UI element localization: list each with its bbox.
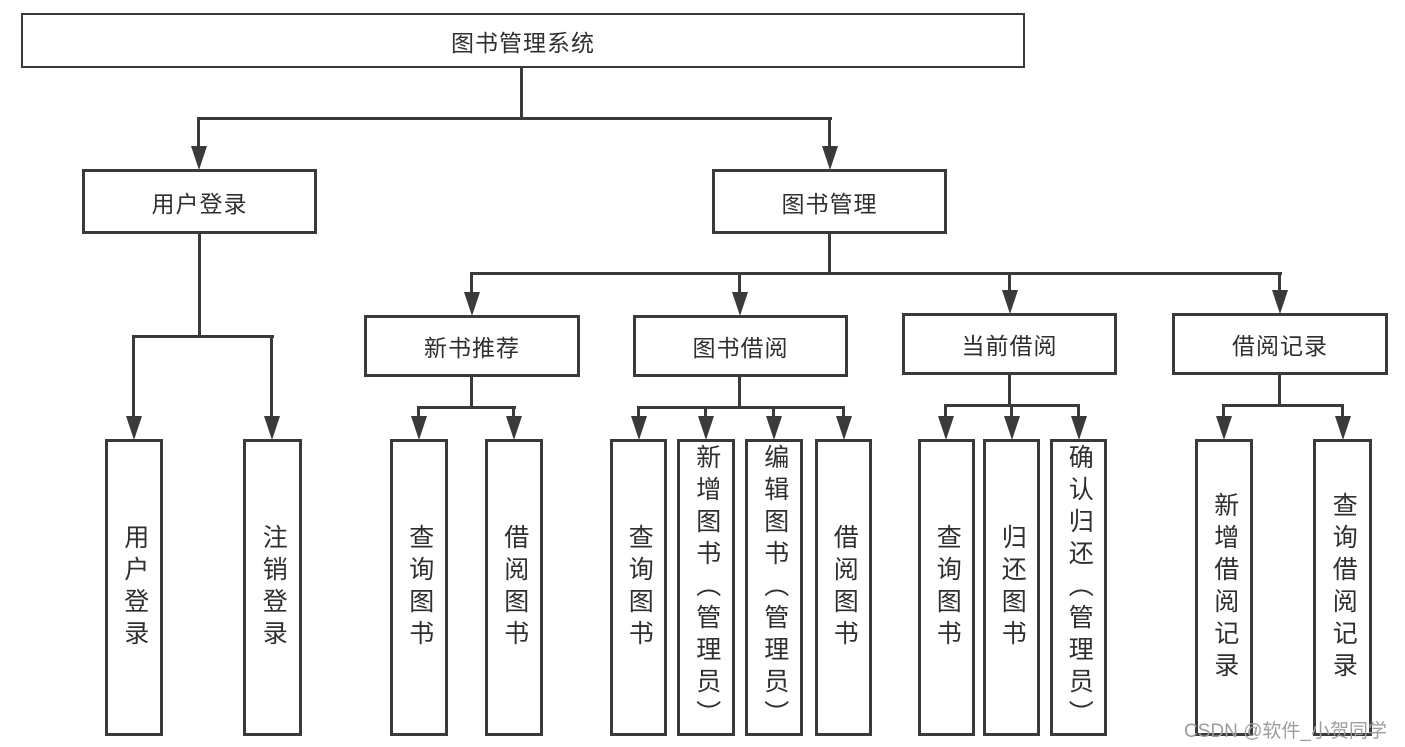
leaf-logout: 注销登录 <box>243 439 302 736</box>
arrow-down-icon <box>631 416 647 440</box>
edge-leaf <box>1341 404 1344 416</box>
node-borrow-records-label: 借阅记录 <box>1232 333 1328 359</box>
edge-to-records <box>1278 272 1281 290</box>
node-book-management: 图书管理 <box>712 169 947 234</box>
leaf-query-books-borrow: 查询图书 <box>610 439 667 736</box>
edge-newbook-bus <box>417 406 516 409</box>
edge-to-book-mgmt <box>828 117 831 146</box>
arrow-down-icon <box>1004 416 1020 440</box>
edge-to-book-borrow <box>738 272 741 292</box>
arrow-down-icon <box>264 416 280 440</box>
leaf-return-books-label: 归还图书 <box>998 523 1027 652</box>
node-user-login: 用户登录 <box>82 169 317 234</box>
leaf-borrow-books: 借阅图书 <box>815 439 872 736</box>
leaf-edit-books-admin: 编辑图书（管理员） <box>745 439 803 736</box>
leaf-edit-books-admin-label: 编辑图书（管理员） <box>760 443 789 732</box>
arrow-down-icon <box>191 146 207 170</box>
node-borrow-records: 借阅记录 <box>1172 313 1388 375</box>
leaf-confirm-return-admin: 确认归还（管理员） <box>1050 439 1107 736</box>
edge-leaf <box>512 406 515 416</box>
arrow-down-icon <box>1071 416 1087 440</box>
leaf-query-books-current-label: 查询图书 <box>933 523 962 652</box>
edge-to-new-book <box>470 272 473 292</box>
leaf-user-login-label: 用户登录 <box>120 523 149 652</box>
node-book-borrow-label: 图书借阅 <box>692 335 789 361</box>
edge-leaf <box>1222 404 1225 416</box>
csdn-watermark: CSDN @软件_小贺同学 <box>1184 721 1387 742</box>
node-root: 图书管理系统 <box>21 13 1025 68</box>
leaf-user-login: 用户登录 <box>105 439 163 736</box>
leaf-return-books: 归还图书 <box>983 439 1040 736</box>
edge-root-drop <box>520 68 523 120</box>
arrow-down-icon <box>411 416 427 440</box>
leaf-query-borrow-record-label: 查询借阅记录 <box>1329 491 1358 684</box>
edge-leaf <box>772 406 775 416</box>
edge-leaf <box>944 404 947 416</box>
edge-leaf <box>1077 404 1080 416</box>
node-new-book-recommend-label: 新书推荐 <box>424 335 520 361</box>
arrow-down-icon <box>506 416 522 440</box>
edge-to-user-login <box>197 117 200 146</box>
edge-level3-bus <box>470 272 1282 275</box>
arrow-down-icon <box>1272 290 1288 314</box>
arrow-down-icon <box>126 416 142 440</box>
arrow-down-icon <box>1335 416 1351 440</box>
node-new-book-recommend: 新书推荐 <box>364 315 580 377</box>
edge-borrow-bus <box>637 406 845 409</box>
edge-to-leaf-logout <box>270 335 273 416</box>
leaf-add-books-admin-label: 新增图书（管理员） <box>692 443 721 732</box>
leaf-borrow-books-recommend-label: 借阅图书 <box>500 523 529 652</box>
edge-current-drop <box>1008 375 1011 406</box>
arrow-down-icon <box>822 146 838 170</box>
edge-login-bus <box>132 335 274 338</box>
arrow-down-icon <box>836 416 852 440</box>
arrow-down-icon <box>732 292 748 316</box>
node-book-management-label: 图书管理 <box>781 190 878 217</box>
edge-borrow-drop <box>738 377 741 408</box>
leaf-logout-label: 注销登录 <box>259 523 288 652</box>
leaf-query-books-current: 查询图书 <box>918 439 975 736</box>
edge-to-leaf-login <box>132 335 135 416</box>
arrow-down-icon <box>698 416 714 440</box>
leaf-add-borrow-record-label: 新增借阅记录 <box>1210 491 1239 684</box>
leaf-add-books-admin: 新增图书（管理员） <box>677 439 735 736</box>
arrow-down-icon <box>464 292 480 316</box>
node-user-login-label: 用户登录 <box>151 190 248 217</box>
leaf-query-borrow-record: 查询借阅记录 <box>1313 439 1372 736</box>
arrow-down-icon <box>1002 290 1018 314</box>
edge-newbook-drop <box>470 377 473 408</box>
edge-leaf <box>1010 404 1013 416</box>
node-current-borrow: 当前借阅 <box>902 313 1117 375</box>
edge-to-current <box>1008 272 1011 290</box>
leaf-confirm-return-admin-label: 确认归还（管理员） <box>1065 443 1094 732</box>
leaf-query-books-recommend-label: 查询图书 <box>405 523 434 652</box>
arrow-down-icon <box>1216 416 1232 440</box>
edge-records-bus <box>1222 404 1344 407</box>
leaf-borrow-books-recommend: 借阅图书 <box>485 439 543 736</box>
node-current-borrow-label: 当前借阅 <box>961 333 1058 359</box>
node-root-label: 图书管理系统 <box>451 29 595 56</box>
arrow-down-icon <box>766 416 782 440</box>
edge-leaf <box>637 406 640 416</box>
edge-leaf <box>704 406 707 416</box>
edge-login-drop <box>198 234 201 337</box>
edge-leaf <box>842 406 845 416</box>
edge-level2-bus <box>197 117 832 120</box>
node-book-borrow: 图书借阅 <box>633 315 848 377</box>
edge-leaf <box>417 406 420 416</box>
leaf-query-books-borrow-label: 查询图书 <box>625 523 654 652</box>
leaf-query-books-recommend: 查询图书 <box>390 439 448 736</box>
leaf-borrow-books-label: 借阅图书 <box>830 523 859 652</box>
arrow-down-icon <box>938 416 954 440</box>
leaf-add-borrow-record: 新增借阅记录 <box>1195 439 1253 736</box>
edge-mgmt-drop <box>828 234 831 274</box>
edge-records-drop <box>1278 375 1281 406</box>
